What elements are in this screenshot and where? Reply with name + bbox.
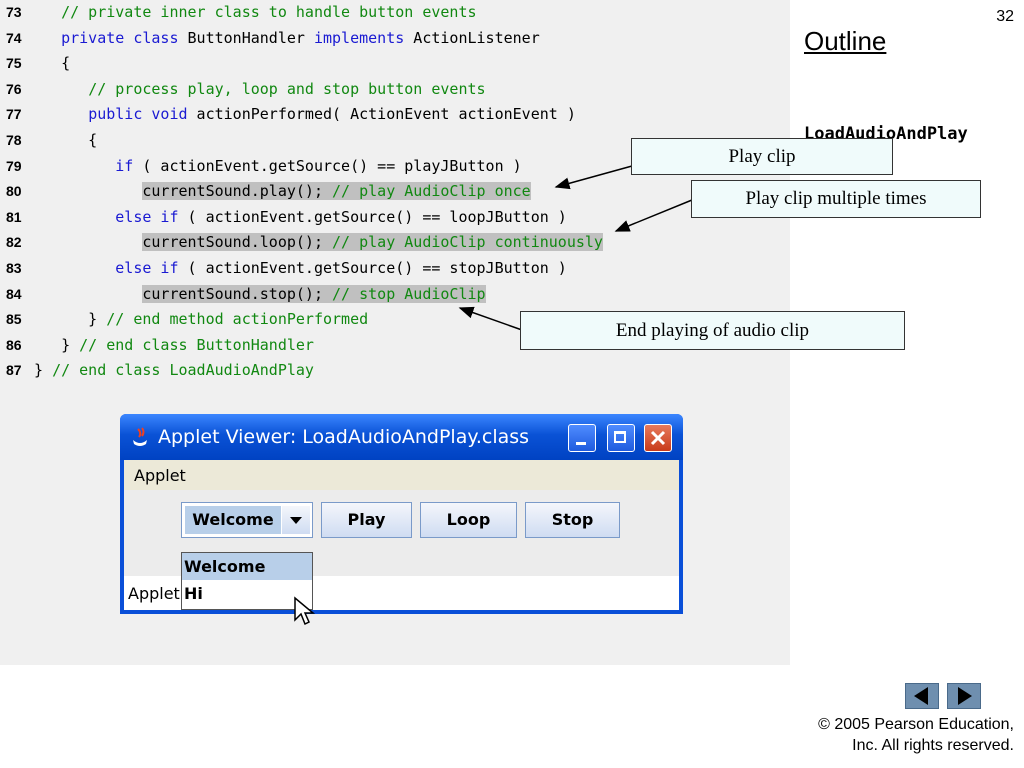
code-token: ActionListener xyxy=(404,28,540,47)
code-token: ButtonHandler xyxy=(178,28,314,47)
code-token: implements xyxy=(313,28,405,47)
copyright-line-2: Inc. All rights reserved. xyxy=(852,737,1014,754)
dropdown-option-hi[interactable]: Hi xyxy=(184,584,203,603)
callout-play-clip-multiple: Play clip multiple times xyxy=(691,180,981,218)
code-text: { xyxy=(34,51,70,76)
callout-play-clip: Play clip xyxy=(631,138,893,175)
code-token: // play AudioClip once xyxy=(332,182,531,201)
code-token: else if xyxy=(115,259,179,277)
arrow-play xyxy=(554,165,633,190)
arrow-right-icon xyxy=(958,687,972,705)
line-number: 78 xyxy=(6,132,22,148)
code-token: actionPerformed( ActionEvent actionEvent… xyxy=(187,105,576,124)
code-token: // process play, loop and stop button ev… xyxy=(88,79,486,98)
code-text: currentSound.play(); // play AudioClip o… xyxy=(34,179,531,204)
code-token: currentSound.loop(); xyxy=(142,233,333,252)
arrow-stop xyxy=(458,306,523,331)
next-slide-button[interactable] xyxy=(947,683,981,709)
code-token: private class xyxy=(61,28,179,47)
code-text: if ( actionEvent.getSource() == playJBut… xyxy=(34,154,522,179)
combo-dropdown-list: Welcome Hi xyxy=(181,552,313,610)
code-text: // process play, loop and stop button ev… xyxy=(34,77,486,102)
code-text: else if ( actionEvent.getSource() == loo… xyxy=(34,205,567,230)
line-number: 76 xyxy=(6,80,22,97)
line-number: 77 xyxy=(6,106,22,123)
menu-bar: Applet xyxy=(124,460,679,490)
copyright-notice: © 2005 Pearson Education, Inc. All right… xyxy=(818,714,1014,756)
code-text: public void actionPerformed( ActionEvent… xyxy=(34,102,576,127)
code-token: { xyxy=(34,131,98,149)
code-text: } // end method actionPerformed xyxy=(34,307,368,332)
line-number: 86 xyxy=(6,336,22,353)
combo-dropdown-button[interactable] xyxy=(282,506,310,534)
code-text: currentSound.loop(); // play AudioClip c… xyxy=(34,230,603,255)
line-number: 75 xyxy=(6,55,22,72)
dropdown-option-welcome[interactable]: Welcome xyxy=(182,553,312,580)
line-number: 79 xyxy=(6,157,22,174)
code-token: } xyxy=(34,310,107,329)
applet-viewer-window: Applet Viewer: LoadAudioAndPlay.class Ap… xyxy=(120,414,683,626)
code-token: { xyxy=(34,54,71,73)
sound-combo-box[interactable]: Welcome xyxy=(181,502,313,538)
line-number: 82 xyxy=(6,234,22,251)
code-text: { xyxy=(34,128,97,153)
code-token: // private inner class to handle button … xyxy=(61,3,477,21)
slide-number: 32 xyxy=(996,8,1014,25)
code-token: public void xyxy=(88,105,188,124)
code-token: ( actionEvent.getSource() == loopJButton… xyxy=(178,207,567,226)
window-titlebar[interactable]: Applet Viewer: LoadAudioAndPlay.class xyxy=(120,414,683,460)
code-text: } // end class ButtonHandler xyxy=(34,333,314,358)
code-token: else if xyxy=(115,207,179,226)
stop-button[interactable]: Stop xyxy=(525,502,620,538)
code-token: ( actionEvent.getSource() == stopJButton… xyxy=(178,259,567,277)
line-number: 87 xyxy=(6,362,22,379)
line-number: 83 xyxy=(6,260,22,276)
maximize-icon xyxy=(614,431,626,443)
code-token: } xyxy=(34,335,80,354)
code-token: // stop AudioClip xyxy=(332,284,486,303)
copyright-line-1: © 2005 Pearson Education, xyxy=(818,716,1014,733)
line-number: 84 xyxy=(6,285,22,302)
mouse-cursor-icon xyxy=(294,596,316,626)
code-text: else if ( actionEvent.getSource() == sto… xyxy=(34,256,567,281)
code-text: } // end class LoadAudioAndPlay xyxy=(34,358,314,383)
close-icon xyxy=(650,430,666,446)
chevron-down-icon xyxy=(290,517,302,524)
code-token: if xyxy=(115,156,134,175)
code-token: currentSound.stop(); xyxy=(142,284,333,303)
combo-selected-value: Welcome xyxy=(185,506,281,534)
maximize-button[interactable] xyxy=(607,424,635,452)
line-number: 74 xyxy=(6,29,22,46)
minimize-icon xyxy=(576,442,586,445)
callout-end-playing: End playing of audio clip xyxy=(520,311,905,350)
loop-button[interactable]: Loop xyxy=(420,502,517,538)
outline-title[interactable]: Outline xyxy=(804,26,887,56)
window-title: Applet Viewer: LoadAudioAndPlay.class xyxy=(158,426,530,448)
arrow-loop xyxy=(614,199,693,232)
minimize-button[interactable] xyxy=(568,424,596,452)
line-number: 80 xyxy=(6,183,22,200)
code-token: // end method actionPerformed xyxy=(106,310,369,329)
arrow-left-icon xyxy=(914,687,928,705)
line-number: 73 xyxy=(6,4,22,20)
applet-client-area: Applet Welcome Play Loop Stop Applet sta… xyxy=(124,460,679,626)
line-number: 85 xyxy=(6,311,22,328)
line-number: 81 xyxy=(6,208,22,225)
code-text: // private inner class to handle button … xyxy=(34,0,477,25)
code-token: // end class LoadAudioAndPlay xyxy=(52,361,314,380)
code-text: currentSound.stop(); // stop AudioClip xyxy=(34,282,486,307)
code-text: private class ButtonHandler implements A… xyxy=(34,26,540,51)
menu-applet[interactable]: Applet xyxy=(134,466,186,485)
code-token: currentSound.play(); xyxy=(142,182,333,201)
java-coffee-icon xyxy=(133,427,147,446)
close-button[interactable] xyxy=(644,424,672,452)
code-token: ( actionEvent.getSource() == playJButton… xyxy=(133,156,522,175)
prev-slide-button[interactable] xyxy=(905,683,939,709)
code-token: } xyxy=(34,361,53,380)
code-token: // play AudioClip continuously xyxy=(332,233,603,252)
play-button[interactable]: Play xyxy=(321,502,412,538)
code-token: // end class ButtonHandler xyxy=(79,335,314,354)
